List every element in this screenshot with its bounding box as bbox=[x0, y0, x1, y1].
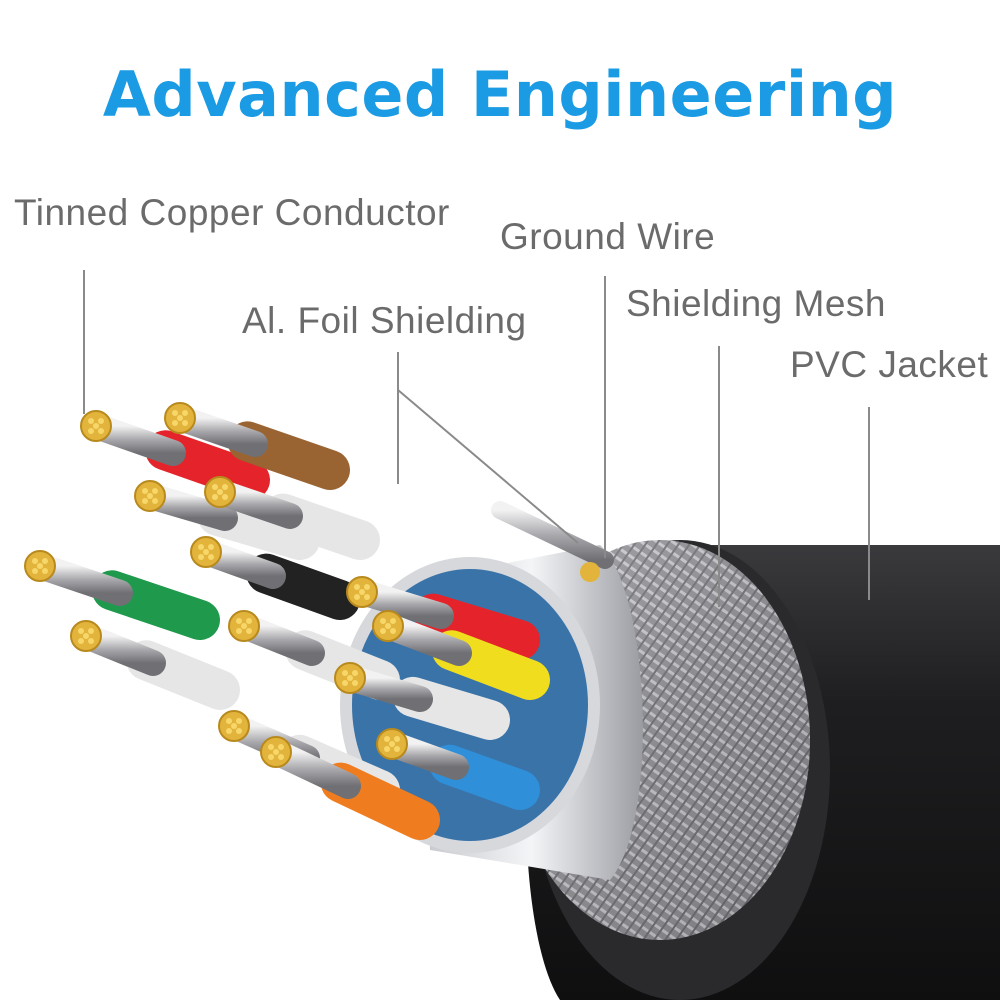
copper-strand bbox=[78, 628, 84, 634]
copper-strand bbox=[93, 423, 99, 429]
copper-strand bbox=[32, 558, 38, 564]
copper-strand bbox=[394, 746, 400, 752]
copper-strand bbox=[217, 489, 223, 495]
copper-strand bbox=[208, 544, 214, 550]
wire-white bbox=[334, 662, 510, 740]
copper-strand bbox=[246, 628, 252, 634]
copper-strand bbox=[342, 670, 348, 676]
copper-strand bbox=[390, 628, 396, 634]
wire-green bbox=[24, 550, 220, 640]
wire-black bbox=[190, 536, 360, 620]
wire-red bbox=[346, 576, 540, 660]
copper-strand bbox=[98, 418, 104, 424]
copper-strand bbox=[364, 594, 370, 600]
copper-strand bbox=[42, 568, 48, 574]
wire-white bbox=[70, 620, 240, 710]
copper-strand bbox=[231, 723, 237, 729]
copper-strand bbox=[177, 415, 183, 421]
ground-wire bbox=[491, 501, 614, 582]
copper-strand bbox=[226, 718, 232, 724]
copper-strand bbox=[354, 584, 360, 590]
copper-strand bbox=[172, 420, 178, 426]
copper-strand bbox=[208, 554, 214, 560]
copper-strand bbox=[182, 420, 188, 426]
copper-strand bbox=[359, 589, 365, 595]
copper-strand bbox=[42, 558, 48, 564]
copper-strand bbox=[268, 754, 274, 760]
copper-strand bbox=[152, 498, 158, 504]
copper-strand bbox=[268, 744, 274, 750]
wire-orange bbox=[260, 736, 440, 840]
copper-strand bbox=[380, 628, 386, 634]
copper-strand bbox=[354, 594, 360, 600]
copper-strand bbox=[273, 749, 279, 755]
copper-strand bbox=[352, 670, 358, 676]
copper-strand bbox=[241, 623, 247, 629]
label-al-foil-shielding: Al. Foil Shielding bbox=[242, 300, 527, 341]
copper-strand bbox=[236, 718, 242, 724]
copper-strand bbox=[203, 549, 209, 555]
copper-strand bbox=[212, 484, 218, 490]
copper-strand bbox=[147, 493, 153, 499]
copper-strand bbox=[88, 418, 94, 424]
copper-strand bbox=[236, 628, 242, 634]
copper-strand bbox=[385, 623, 391, 629]
copper-strand bbox=[88, 428, 94, 434]
wire-bundle bbox=[24, 402, 550, 840]
copper-strand bbox=[212, 494, 218, 500]
copper-strand bbox=[384, 736, 390, 742]
copper-strand bbox=[88, 628, 94, 634]
copper-strand bbox=[83, 633, 89, 639]
copper-strand bbox=[198, 554, 204, 560]
copper-strand bbox=[347, 675, 353, 681]
label-ground-wire: Ground Wire bbox=[500, 216, 716, 257]
label-shielding-mesh: Shielding Mesh bbox=[626, 283, 886, 324]
copper-strand bbox=[182, 410, 188, 416]
leader-lines bbox=[83, 270, 870, 607]
label-pvc-jacket: PVC Jacket bbox=[790, 344, 989, 385]
copper-strand bbox=[226, 728, 232, 734]
copper-strand bbox=[278, 754, 284, 760]
copper-strand bbox=[222, 494, 228, 500]
page-title: Advanced Engineering bbox=[102, 58, 898, 131]
copper-strand bbox=[364, 584, 370, 590]
copper-strand bbox=[236, 728, 242, 734]
copper-strand bbox=[172, 410, 178, 416]
copper-strand bbox=[152, 488, 158, 494]
wire-brown bbox=[164, 402, 350, 490]
copper-strand bbox=[32, 568, 38, 574]
copper-strand bbox=[88, 638, 94, 644]
copper-strand bbox=[198, 544, 204, 550]
leader-foil-2 bbox=[397, 389, 579, 544]
wire-white bbox=[134, 480, 320, 560]
copper-strand bbox=[142, 488, 148, 494]
copper-strand bbox=[390, 618, 396, 624]
label-tinned-copper-conductor: Tinned Copper Conductor bbox=[14, 192, 450, 233]
wire-yellow bbox=[372, 610, 550, 700]
copper-strand bbox=[78, 638, 84, 644]
copper-strand bbox=[222, 484, 228, 490]
copper-strand bbox=[384, 746, 390, 752]
wire-white bbox=[204, 476, 380, 560]
copper-strand bbox=[246, 618, 252, 624]
copper-strand bbox=[380, 618, 386, 624]
copper-strand bbox=[142, 498, 148, 504]
wire-red bbox=[80, 410, 270, 500]
copper-strand bbox=[394, 736, 400, 742]
copper-strand bbox=[278, 744, 284, 750]
copper-strand bbox=[236, 618, 242, 624]
wire-blue bbox=[376, 728, 540, 810]
copper-strand bbox=[342, 680, 348, 686]
copper-strand bbox=[98, 428, 104, 434]
copper-strand bbox=[352, 680, 358, 686]
copper-strand bbox=[37, 563, 43, 569]
copper-strand bbox=[389, 741, 395, 747]
